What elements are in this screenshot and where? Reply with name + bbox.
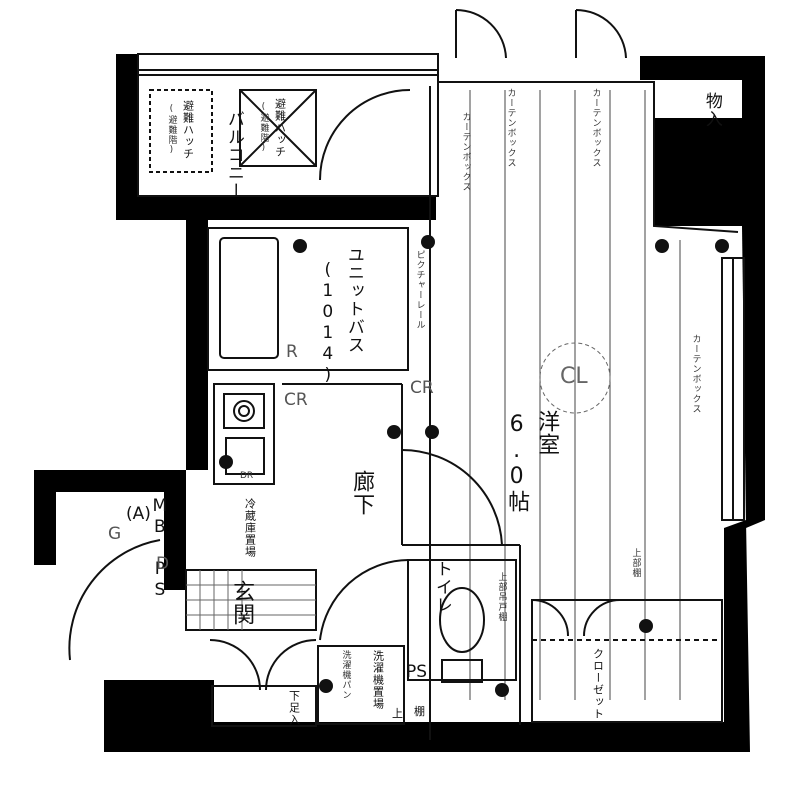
room-unit-bath-code: (1014) (317, 260, 338, 386)
exterior-walls (34, 54, 765, 752)
d-mark: D (156, 554, 170, 574)
cr-label-2: CR (410, 378, 434, 398)
upper-cabinet-label: 上部吊戸棚 (496, 572, 507, 622)
room-shoe-storage-name: 下足入 (287, 690, 301, 726)
g-mark: G (108, 524, 122, 544)
dr-mark: DR (240, 471, 254, 481)
room-closet-name: クローゼット (591, 648, 605, 720)
curtain-box-diag: カーテンボックス (460, 112, 471, 192)
evac-hatch-1-label: 避難ハッチ (181, 100, 195, 160)
evac-hatch-2-label: 避難ハッチ (273, 98, 287, 158)
evac-hatch-2-note: (避難階) (258, 102, 269, 154)
mb-ps-label: MB PS (149, 496, 170, 601)
room-western-size: 6.0帖 (504, 412, 530, 513)
mb-ps-a-label: (A) (126, 504, 151, 524)
evac-hatch-1-note: (避難階) (166, 104, 177, 156)
upper-shelf-label: 上部棚 (630, 548, 641, 578)
interior-walls (68, 8, 745, 740)
room-western-name: 洋室 (534, 410, 560, 456)
room-storage-name: 物入 (701, 92, 722, 128)
fixture-markers (219, 235, 729, 697)
room-toilet-name: トイレ (431, 560, 452, 614)
curtain-box-top-a: カーテンボックス (505, 88, 516, 168)
washer-bin-label: 洗濯機パン (340, 650, 351, 700)
fridge-space-label: 冷蔵庫置場 (243, 498, 257, 558)
cr-label-1: CR (284, 390, 308, 410)
ps-label: PS (406, 662, 428, 682)
picture-rail-label: ピクチャーレール (414, 250, 425, 330)
upper-small-label: 上 (392, 707, 403, 720)
curtain-box-top-b: カーテンボックス (590, 88, 601, 168)
shelf-label: 棚 (414, 705, 425, 718)
closet-cl-label: CL (560, 364, 588, 389)
curtain-box-right: カーテンボックス (690, 334, 701, 414)
washer-space-label: 洗濯機置場 (371, 650, 385, 710)
room-hallway-name: 廊下 (349, 470, 375, 516)
r-mark: R (286, 342, 298, 362)
room-entrance-name: 玄関 (229, 580, 255, 626)
room-unit-bath-name: ユニットバス (343, 246, 364, 354)
room-balcony-name: バルコニー (223, 110, 244, 200)
